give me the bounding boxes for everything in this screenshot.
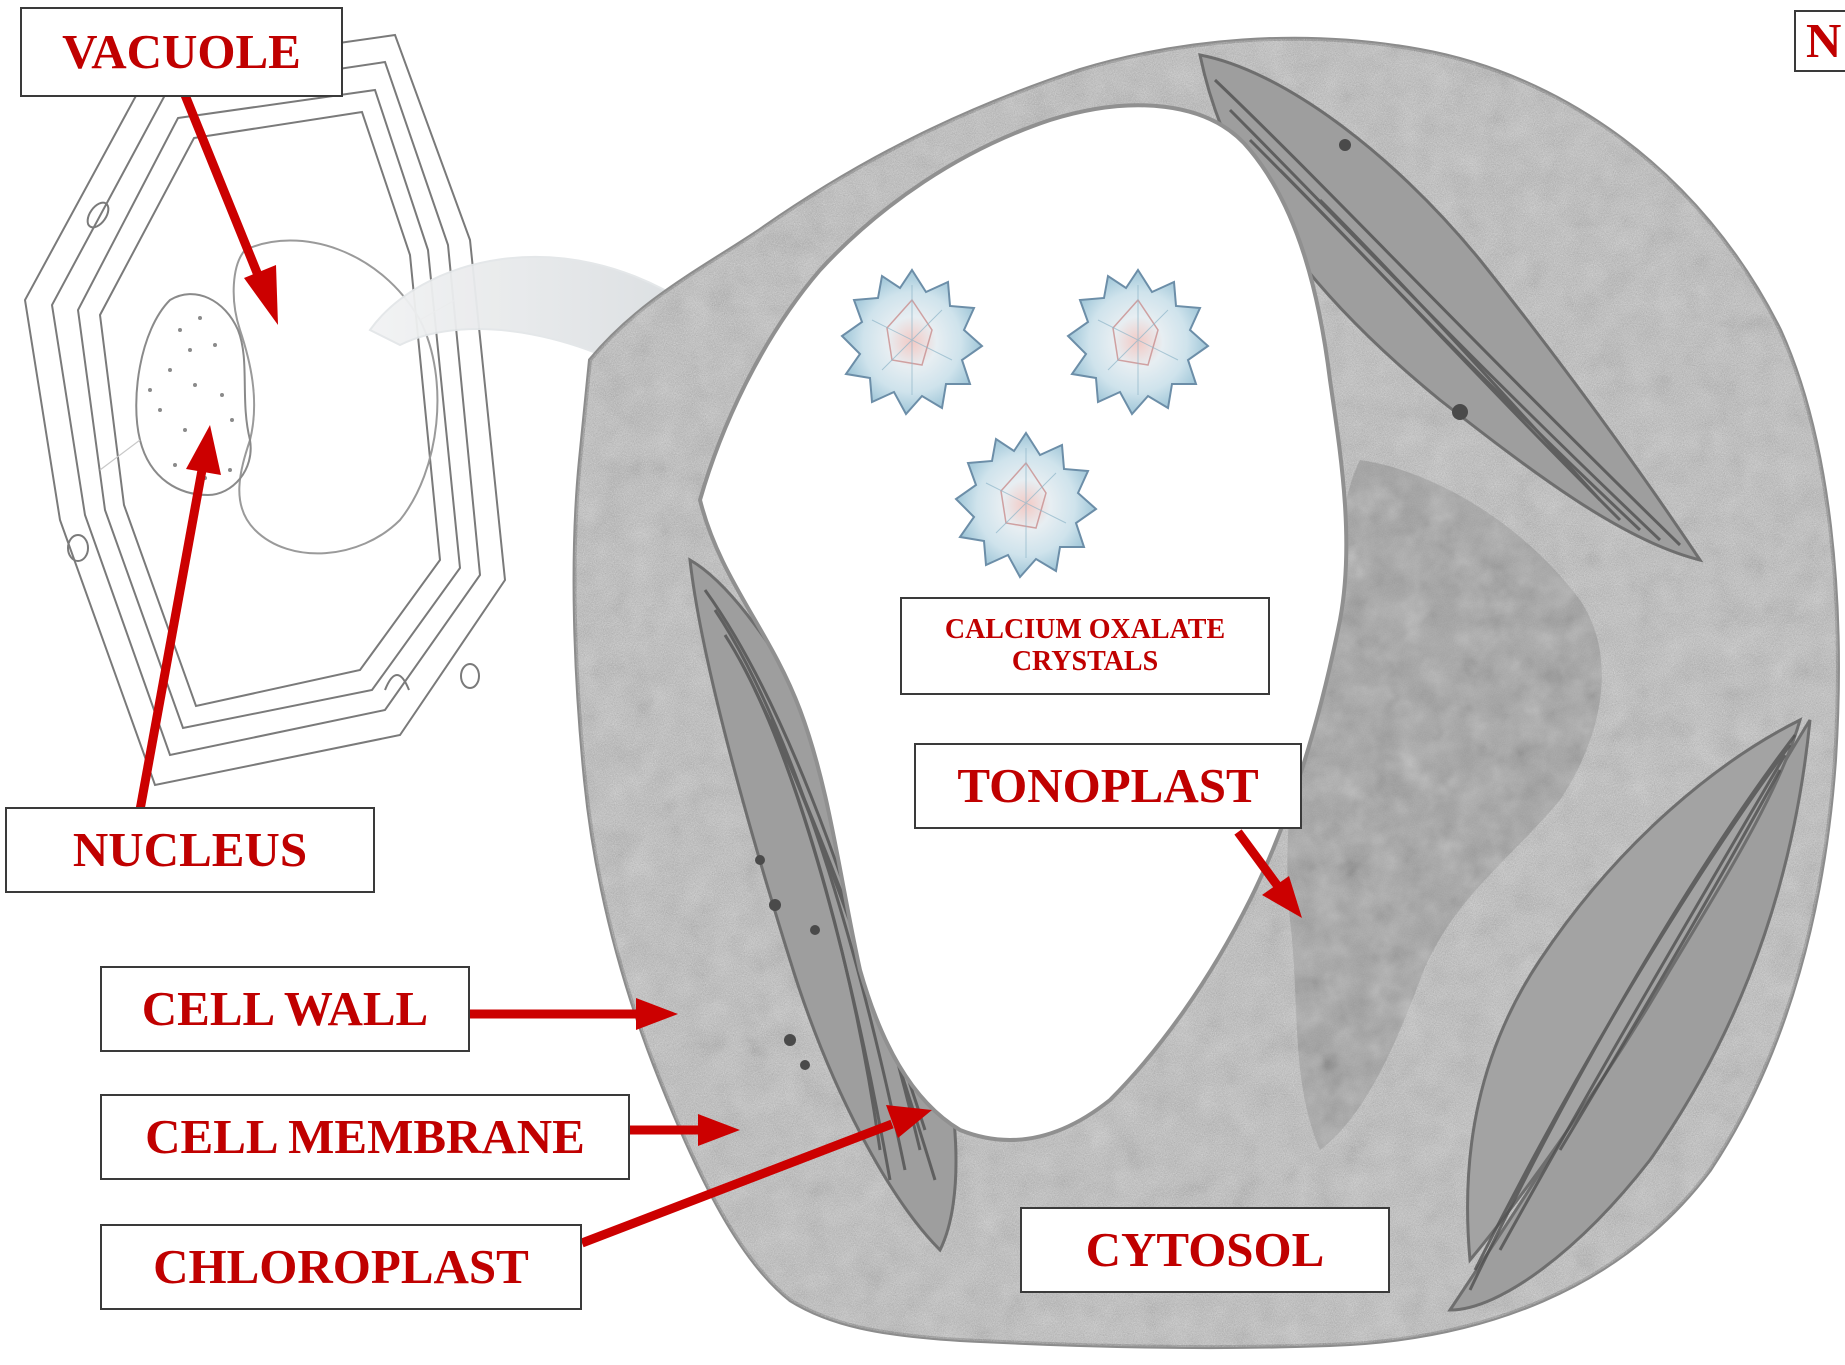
label-cell-membrane: CELL MEMBRANE	[100, 1094, 630, 1180]
label-crystals-line-2: CRYSTALS	[1012, 646, 1158, 678]
label-corner-n: N	[1794, 10, 1845, 72]
label-calcium-oxalate-crystals: CALCIUM OXALATE CRYSTALS	[900, 597, 1270, 695]
arrow-vacuole	[185, 95, 278, 325]
label-cell-wall: CELL WALL	[100, 966, 470, 1052]
label-vacuole: VACUOLE	[20, 7, 343, 97]
label-tonoplast: TONOPLAST	[914, 743, 1302, 829]
label-nucleus: NUCLEUS	[5, 807, 375, 893]
label-cytosol: CYTOSOL	[1020, 1207, 1390, 1293]
nucleus-dots	[148, 316, 234, 480]
arrow-cell-wall	[470, 998, 678, 1030]
cell-sketch	[25, 35, 505, 785]
label-chloroplast: CHLOROPLAST	[100, 1224, 582, 1310]
label-crystals-line-1: CALCIUM OXALATE	[945, 614, 1225, 646]
